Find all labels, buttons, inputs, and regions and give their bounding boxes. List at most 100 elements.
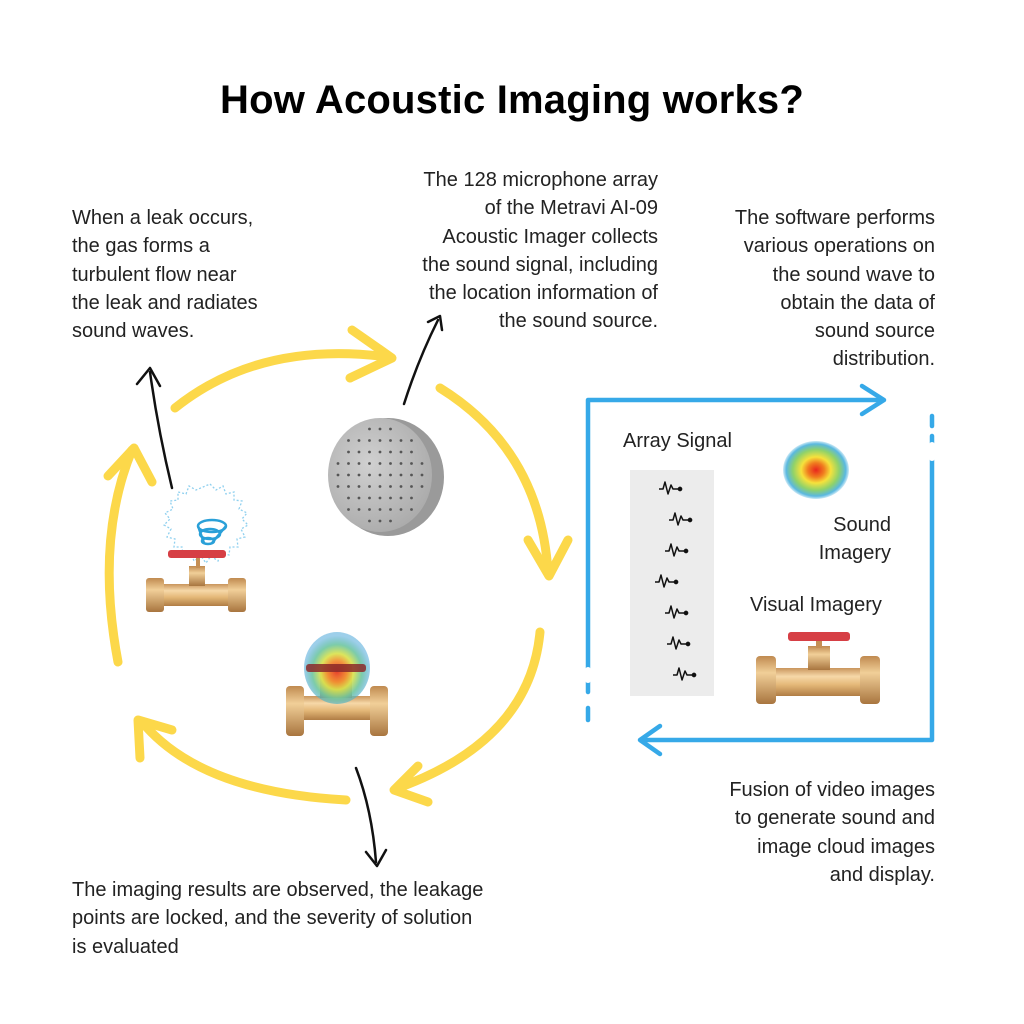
cycle-arrows <box>103 325 573 807</box>
microphone-hole <box>399 508 403 511</box>
waveform-dot <box>685 641 691 647</box>
step-results-line: is evaluated <box>72 935 179 958</box>
waveform-dot <box>683 610 689 616</box>
microphone-hole <box>389 485 392 488</box>
microphone-hole <box>389 462 392 465</box>
step-software-text: The software performs various operations… <box>690 204 935 374</box>
cycle-arrowhead-top <box>345 325 397 383</box>
cycle-arrowhead-right <box>523 535 573 581</box>
microphone-hole <box>368 519 371 523</box>
step-software-line: distribution. <box>832 348 935 371</box>
microphone-hole <box>389 427 392 431</box>
waveform-icon <box>673 667 693 681</box>
microphone-hole <box>368 427 371 431</box>
microphone-hole <box>368 485 371 488</box>
microphone-hole <box>420 473 424 477</box>
microphone-hole <box>368 462 371 465</box>
step-software-line: various operations on <box>743 235 935 258</box>
sound-imagery-label-line: Sound <box>833 514 891 536</box>
waveform-dot <box>677 486 683 492</box>
microphone-hole <box>357 496 361 500</box>
step-software-line: sound source <box>814 320 935 343</box>
microphone-hole <box>378 496 382 500</box>
pointer-arrowhead-array <box>426 314 444 332</box>
microphone-hole <box>357 450 361 454</box>
microphone-hole <box>378 508 382 511</box>
microphone-hole <box>347 439 350 442</box>
step-leak-line: When a leak occurs, <box>72 207 254 229</box>
microphone-hole <box>368 508 371 511</box>
step-software-line: The software performs <box>734 207 935 229</box>
microphone-hole <box>389 439 392 442</box>
step-leak-line: the leak and radiates <box>72 291 258 314</box>
step-software-line: the sound wave to <box>772 263 935 286</box>
sound-imagery-label-line: Imagery <box>818 542 891 564</box>
cycle-arrowhead-left <box>103 443 157 487</box>
step-array-line: Acoustic Imager collects <box>442 225 658 248</box>
waveform-icon <box>669 512 689 526</box>
visual-imagery-label: Visual Imagery <box>750 594 882 616</box>
microphone-hole <box>378 519 382 523</box>
microphone-hole <box>357 485 361 488</box>
step-fusion-line: Fusion of video images <box>729 779 935 801</box>
step-array-text: The 128 microphone array of the Metravi … <box>380 166 658 336</box>
page-title: How Acoustic Imaging works? <box>220 78 804 122</box>
microphone-hole <box>410 473 413 477</box>
microphone-hole <box>399 473 403 477</box>
pointer-arrow-results <box>354 766 378 864</box>
microphone-hole <box>347 473 350 477</box>
microphone-hole <box>336 462 340 465</box>
microphone-hole <box>368 496 371 500</box>
microphone-hole <box>368 439 371 442</box>
cycle-arrow-top <box>170 349 393 413</box>
cycle-arrow-bottom-left <box>137 717 351 805</box>
cycle-arrow-bottom-right <box>393 627 545 793</box>
step-leak-line: turbulent flow near <box>72 263 237 286</box>
step-leak-line: sound waves. <box>72 320 195 343</box>
step-fusion-line: image cloud images <box>757 835 935 858</box>
microphone-hole <box>410 439 413 442</box>
leak-vortex-icon <box>196 518 228 546</box>
microphone-hole <box>347 508 350 511</box>
cycle-arrow-right <box>435 383 553 577</box>
waveform-dot <box>673 579 679 585</box>
pointer-arrow-array <box>402 318 440 406</box>
array-signal-panel <box>630 470 714 696</box>
fusion-panel-frame <box>585 383 935 757</box>
waveform-icon <box>667 636 687 650</box>
microphone-hole <box>410 508 413 511</box>
microphone-hole <box>378 462 382 465</box>
cycle-arrowhead-bottom-right <box>389 761 433 807</box>
microphone-hole <box>378 427 382 431</box>
waveform-icon <box>665 543 685 557</box>
microphone-hole <box>357 473 361 477</box>
microphone-hole <box>410 450 413 454</box>
microphone-hole <box>347 496 350 500</box>
microphone-hole <box>368 473 371 477</box>
microphone-array-icon <box>328 418 444 536</box>
step-array-line: of the Metravi AI-09 <box>484 197 658 220</box>
step-results-text: The imaging results are observed, the le… <box>72 876 483 961</box>
waveform-icon <box>655 574 675 588</box>
waveform-dot <box>691 672 697 678</box>
microphone-hole <box>336 473 340 477</box>
step-leak-text: When a leak occurs, the gas forms a turb… <box>72 204 258 345</box>
sound-imagery-label: Sound Imagery <box>760 511 891 567</box>
step-fusion-text: Fusion of video images to generate sound… <box>690 776 935 889</box>
leaking-pipe-icon <box>146 483 250 612</box>
microphone-hole <box>347 485 350 488</box>
pointer-arrowhead-leak <box>135 366 162 388</box>
pointer-arrow-leak <box>148 370 174 490</box>
microphone-hole <box>410 462 413 465</box>
microphone-hole <box>389 519 392 523</box>
step-leak-line: the gas forms a <box>72 235 210 258</box>
microphone-hole <box>399 485 403 488</box>
microphone-hole <box>368 450 371 454</box>
step-results-line: points are locked, and the severity of s… <box>72 907 473 930</box>
step-fusion-line: to generate sound and <box>734 807 935 830</box>
pointer-arrows <box>135 314 444 868</box>
visual-pipe-icon <box>756 632 880 704</box>
step-results-line: The imaging results are observed, the le… <box>72 879 484 901</box>
waveform-icon <box>659 481 679 495</box>
